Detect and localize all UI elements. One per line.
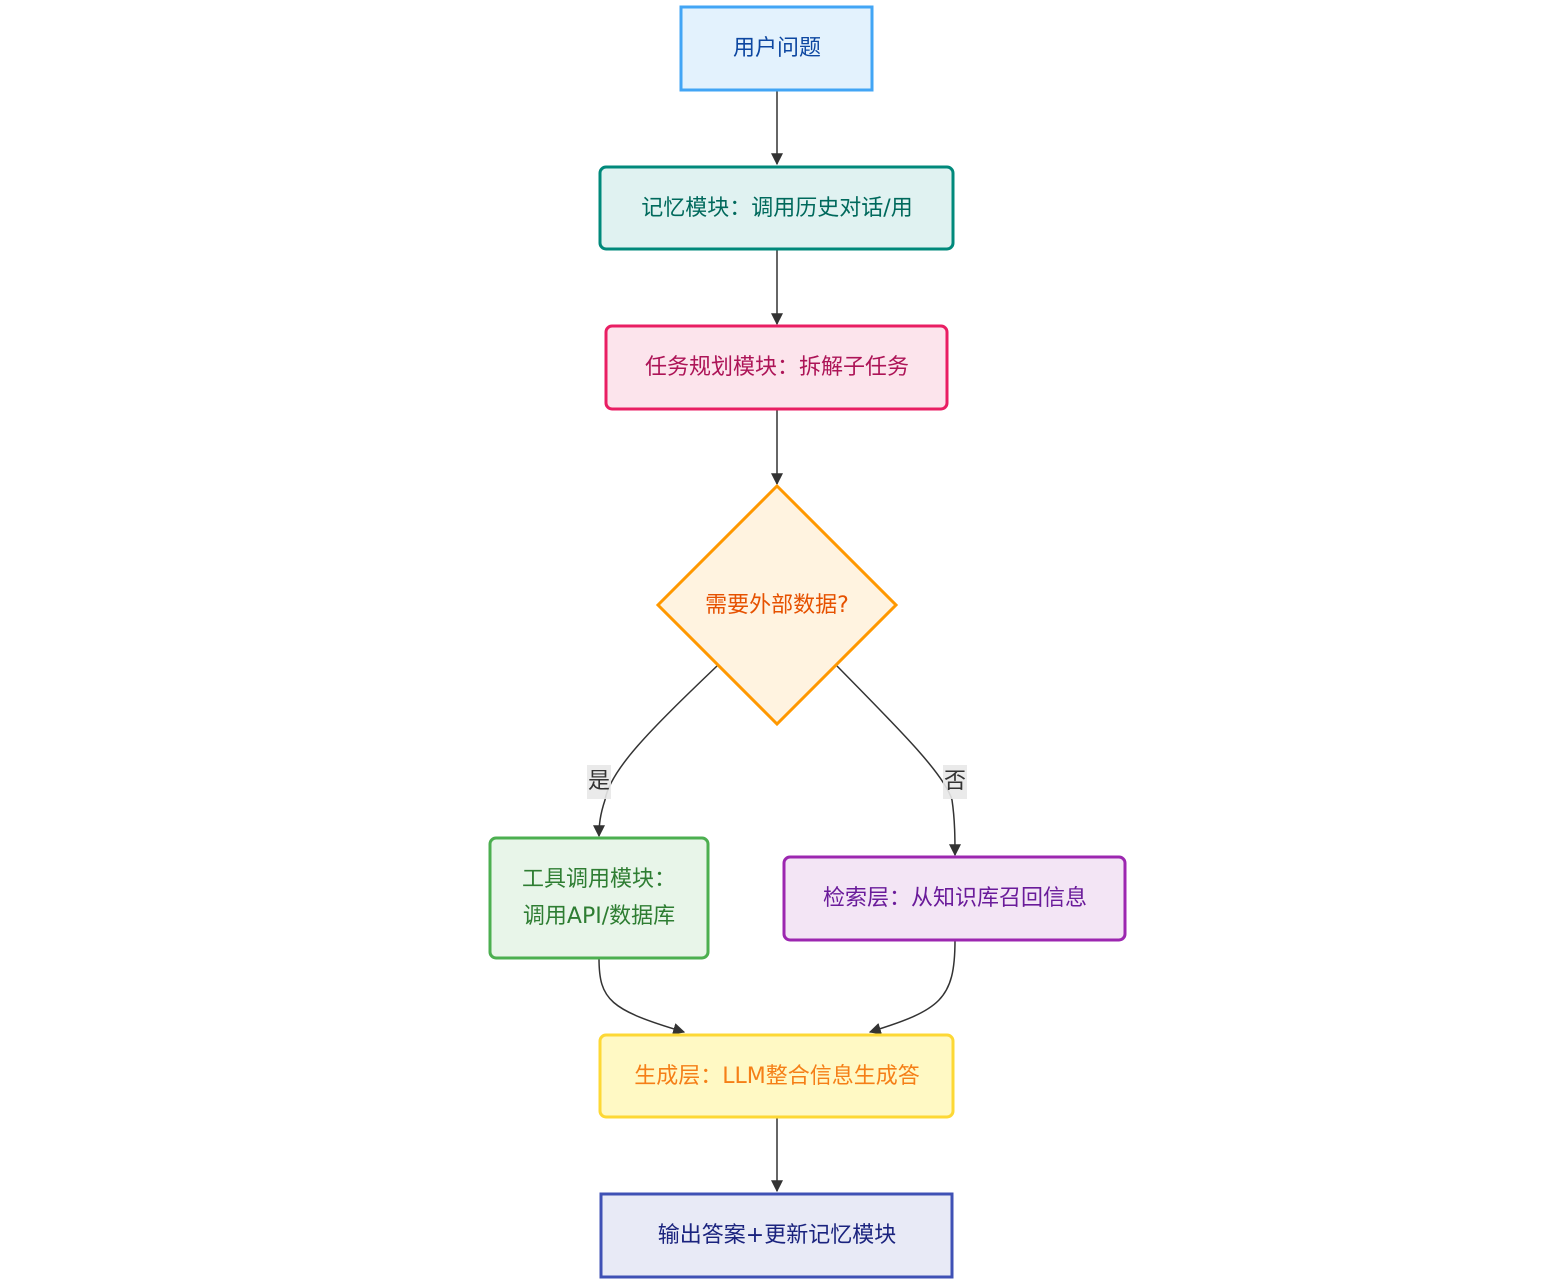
node-tool-module-label-line2: 调用API/数据库 (523, 904, 675, 929)
node-user-question-label: 用户问题 (733, 36, 821, 61)
edge-label-no: 否 (943, 765, 967, 799)
node-generation-box (598, 1033, 955, 1119)
edge-label-yes: 是 (587, 765, 611, 799)
node-generation-label: 生成层：LLM整合信息生成答 (634, 1064, 920, 1089)
node-task-planning: 任务规划模块：拆解子任务 (604, 324, 949, 411)
node-decision-diamond (655, 483, 899, 727)
node-task-planning-label: 任务规划模块：拆解子任务 (645, 355, 909, 380)
edge-label-no-text: 否 (944, 769, 966, 794)
node-output-label: 输出答案+更新记忆模块 (658, 1223, 896, 1248)
node-output: 输出答案+更新记忆模块 (599, 1192, 954, 1279)
node-generation: 生成层：LLM整合信息生成答 (598, 1033, 955, 1119)
node-task-planning-box (604, 324, 949, 411)
edge-label-yes-text: 是 (588, 769, 610, 794)
edge-retrieval-to-generation (868, 939, 956, 1035)
node-memory-module-label: 记忆模块：调用历史对话/用 (641, 196, 912, 221)
edge-decision-yes (593, 665, 718, 838)
node-decision: 需要外部数据? (655, 483, 899, 727)
node-decision-label: 需要外部数据? (705, 593, 849, 618)
node-tool-module: 工具调用模块： 调用API/数据库 (488, 836, 710, 960)
edge-decision-no (836, 665, 961, 857)
node-retrieval: 检索层：从知识库召回信息 (782, 855, 1127, 942)
node-user-question: 用户问题 (679, 5, 874, 92)
node-retrieval-label: 检索层：从知识库召回信息 (823, 886, 1087, 911)
node-user-question-box (679, 5, 874, 92)
node-output-box (599, 1192, 954, 1279)
node-tool-module-box (488, 836, 710, 960)
node-tool-module-label-line1: 工具调用模块： (522, 867, 676, 892)
node-memory-module: 记忆模块：调用历史对话/用 (598, 165, 955, 251)
node-memory-module-box (598, 165, 955, 251)
edge-tool-to-generation (598, 957, 686, 1035)
node-retrieval-box (782, 855, 1127, 942)
